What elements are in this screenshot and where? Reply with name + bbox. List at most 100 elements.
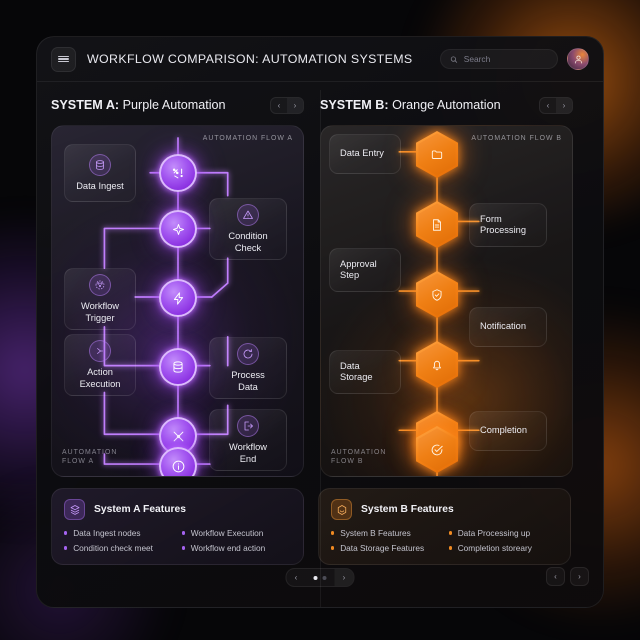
bottom-bar: ‹ › ‹ ›	[37, 563, 603, 607]
top-bar: WORKFLOW COMPARISON: AUTOMATION SYSTEMS	[37, 37, 603, 82]
node-label: Data Entry	[340, 148, 384, 159]
system-b-title-bold: SYSTEM B:	[320, 98, 389, 112]
network-alert-icon	[172, 168, 183, 178]
lightning-bolt-icon	[173, 291, 183, 305]
node-label: Data Ingest	[76, 180, 124, 191]
app-window: WORKFLOW COMPARISON: AUTOMATION SYSTEMS	[36, 36, 604, 608]
layers-icon	[64, 499, 85, 520]
hex-folder[interactable]	[416, 131, 458, 178]
pagination-next-button[interactable]: ›	[334, 569, 354, 586]
bell-icon	[433, 360, 441, 370]
list-item: Completion storeary	[448, 543, 559, 553]
node-label: Notification	[480, 321, 526, 332]
content-area: SYSTEM A: Purple Automation ‹ › AUTOMATI…	[37, 82, 603, 607]
feature-label: Data Storage Features	[340, 543, 425, 553]
feature-label: Workflow Execution	[190, 528, 264, 538]
system-a-canvas-label: AUTOMATION FLOW A	[202, 135, 293, 142]
page-title: WORKFLOW COMPARISON: AUTOMATION SYSTEMS	[87, 52, 413, 66]
system-b-features-list: System B Features Data Processing up Dat…	[331, 528, 558, 553]
search-box[interactable]	[440, 49, 558, 69]
hub-sparkle-star[interactable]	[159, 210, 197, 248]
node-card-completion[interactable]: Completion	[469, 411, 547, 451]
system-b-header: SYSTEM B: Orange Automation ‹ ›	[320, 94, 573, 116]
top-bar-actions	[440, 48, 589, 70]
footer-next-button[interactable]: ›	[570, 567, 589, 586]
system-b-canvas-label: AUTOMATION FLOW B	[471, 135, 562, 142]
node-card-data-entry[interactable]: Data Entry	[329, 134, 401, 174]
hamburger-icon	[58, 54, 69, 64]
shield-check-icon	[432, 288, 442, 301]
bullet-dot	[331, 531, 335, 535]
hex-document[interactable]	[416, 201, 458, 248]
feature-label: Condition check meet	[73, 543, 153, 553]
warning-triangle-icon	[237, 204, 259, 227]
bullet-dot	[448, 531, 452, 535]
list-item: Data Storage Features	[331, 543, 441, 553]
bullet-dot	[331, 546, 335, 550]
feature-label: Data Ingest nodes	[73, 528, 141, 538]
pagination-prev-button[interactable]: ‹	[287, 569, 306, 586]
node-card-data-ingest[interactable]: Data Ingest	[64, 144, 136, 202]
system-b-nav: ‹ ›	[539, 96, 573, 114]
system-a-features-card: System A Features Data Ingest nodes Work…	[51, 488, 304, 565]
hub-database[interactable]	[159, 348, 197, 386]
play-branch-icon	[89, 340, 111, 363]
system-a-features-header: System A Features	[64, 499, 291, 520]
database-icon	[89, 153, 111, 176]
hex-bell[interactable]	[416, 341, 458, 388]
footer-prev-button[interactable]: ‹	[546, 567, 565, 586]
system-b-next-button[interactable]: ›	[556, 97, 572, 113]
list-item: Data Ingest nodes	[64, 528, 174, 538]
bullet-dot	[181, 531, 185, 535]
pagination-dot[interactable]	[322, 575, 327, 580]
user-avatar-icon	[574, 55, 582, 64]
logout-arrow-icon	[237, 415, 259, 438]
search-input[interactable]	[463, 54, 548, 64]
hub-info-circle[interactable]	[159, 447, 197, 476]
hex-check-circle[interactable]	[416, 426, 458, 473]
list-item: Workflow end action	[181, 543, 292, 553]
feature-label: System B Features	[340, 528, 411, 538]
node-card-notification[interactable]: Notification	[469, 307, 547, 347]
column-divider	[320, 90, 321, 607]
check-circle-icon	[431, 444, 443, 455]
system-a-next-button[interactable]: ›	[287, 97, 303, 113]
hex-shield-check[interactable]	[416, 271, 458, 318]
sparkle-star-icon	[172, 223, 184, 235]
system-a-features-list: Data Ingest nodes Workflow Execution Con…	[64, 528, 291, 553]
avatar[interactable]	[567, 48, 589, 70]
system-a-nav: ‹ ›	[270, 96, 304, 114]
hub-lightning-bolt[interactable]	[159, 279, 197, 317]
search-icon	[450, 55, 458, 63]
pagination-dot-active[interactable]	[313, 575, 318, 580]
activity-icon	[89, 274, 111, 297]
system-b-features-title: System B Features	[361, 504, 454, 515]
database-icon	[173, 361, 183, 373]
footer-right-nav: ‹ ›	[546, 567, 589, 586]
system-a-header: SYSTEM A: Purple Automation ‹ ›	[51, 94, 304, 116]
system-b-title-rest: Orange Automation	[388, 98, 501, 112]
system-a-features-title: System A Features	[94, 504, 186, 515]
system-b-prev-button[interactable]: ‹	[540, 98, 556, 113]
feature-label: Completion storeary	[457, 543, 532, 553]
hamburger-menu-button[interactable]	[51, 46, 76, 72]
hub-network-alert[interactable]	[159, 154, 197, 192]
system-b-title: SYSTEM B: Orange Automation	[320, 98, 501, 112]
system-a-prev-button[interactable]: ‹	[271, 98, 287, 113]
system-a-title: SYSTEM A: Purple Automation	[51, 98, 226, 112]
